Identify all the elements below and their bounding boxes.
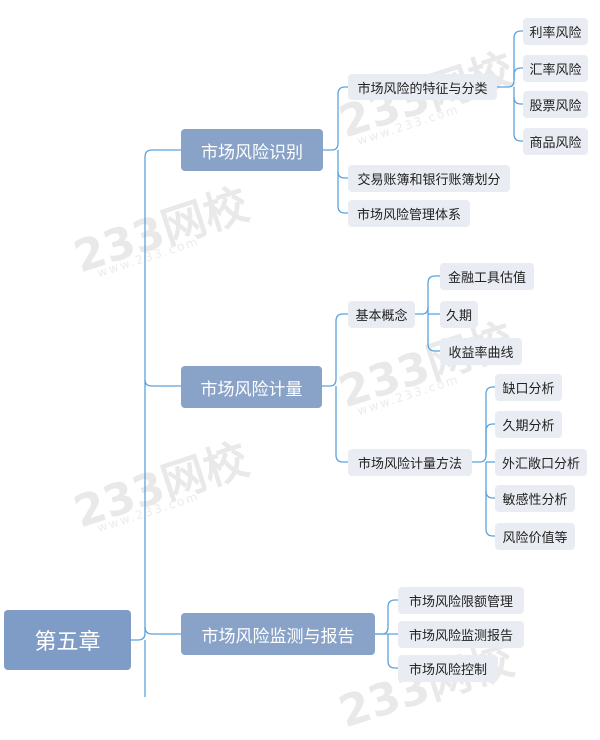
node-risk-control[interactable]: 市场风险控制	[398, 655, 498, 682]
monitor-link	[387, 634, 398, 669]
node-trading-banking-book[interactable]: 交易账簿和银行账簿划分	[348, 165, 510, 192]
identify-link	[513, 97, 523, 142]
mindmap-canvas: 233网校 www.233.com 233网校 www.233.com 233网…	[4, 18, 588, 738]
measure-link	[427, 307, 440, 352]
measure-link	[335, 386, 348, 463]
trunk-line	[144, 379, 181, 387]
identify-link	[513, 67, 523, 80]
identify-link	[337, 172, 348, 214]
monitor-link	[375, 599, 398, 635]
trunk-line	[144, 626, 181, 635]
identify-link	[323, 86, 348, 151]
node-yield-curve[interactable]: 收益率曲线	[440, 338, 522, 365]
node-duration[interactable]: 久期	[440, 301, 478, 328]
node-management-framework[interactable]: 市场风险管理体系	[348, 200, 470, 227]
node-fx-risk[interactable]: 汇率风险	[523, 55, 588, 82]
identify-link	[497, 30, 523, 88]
connector-lines	[131, 30, 523, 697]
node-sensitivity-analysis[interactable]: 敏感性分析	[495, 485, 575, 512]
node-instrument-valuation[interactable]: 金融工具估值	[440, 263, 534, 290]
node-basic-concepts[interactable]: 基本概念	[348, 301, 415, 328]
node-limit-management[interactable]: 市场风险限额管理	[398, 587, 524, 614]
node-measurement-methods[interactable]: 市场风险计量方法	[348, 449, 472, 476]
measure-link	[485, 491, 495, 537]
node-duration-analysis[interactable]: 久期分析	[495, 411, 562, 438]
trunk-line	[131, 149, 181, 641]
identify-link	[513, 87, 523, 105]
node-value-at-risk[interactable]: 风险价值等	[495, 523, 575, 550]
measure-link	[322, 313, 348, 387]
node-fx-exposure-analysis[interactable]: 外汇敞口分析	[495, 449, 587, 476]
identify-link	[337, 150, 348, 179]
node-equity-risk[interactable]: 股票风险	[523, 91, 588, 118]
root-node[interactable]: 第五章	[4, 610, 131, 670]
branch-identify[interactable]: 市场风险识别	[181, 129, 323, 171]
node-commodity-risk[interactable]: 商品风险	[523, 128, 588, 155]
measure-link	[485, 462, 495, 499]
node-gap-analysis[interactable]: 缺口分析	[495, 374, 562, 401]
node-monitoring-report[interactable]: 市场风险监测报告	[398, 621, 524, 648]
measure-link	[472, 386, 495, 463]
branch-monitor[interactable]: 市场风险监测与报告	[181, 613, 375, 655]
node-characteristics-classification[interactable]: 市场风险的特征与分类	[348, 74, 497, 100]
node-interest-rate-risk[interactable]: 利率风险	[523, 18, 588, 45]
branch-measure[interactable]: 市场风险计量	[181, 366, 322, 408]
measure-link	[415, 275, 440, 315]
measure-link	[485, 423, 495, 455]
